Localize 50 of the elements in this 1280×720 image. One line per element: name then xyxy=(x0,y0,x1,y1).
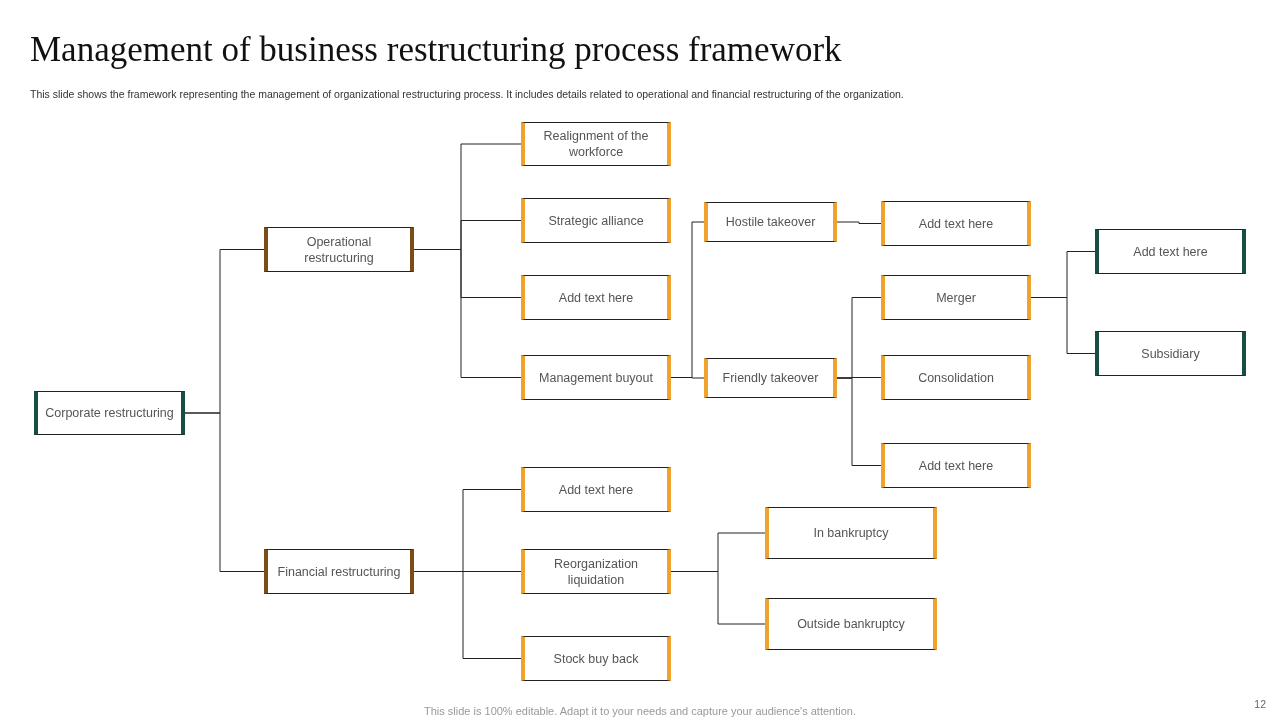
box-label: Friendly takeover xyxy=(721,370,820,386)
box-label: Corporate restructuring xyxy=(44,405,175,421)
process-box xyxy=(704,358,837,398)
box-label: Add text here xyxy=(1132,243,1209,260)
process-box xyxy=(881,201,1031,246)
box-label: Add text here xyxy=(917,215,995,232)
process-box xyxy=(521,198,671,243)
connector-line xyxy=(670,377,705,379)
box-label: Outside bankruptcy xyxy=(796,616,906,632)
connector-line xyxy=(413,249,522,378)
box-label: Strategic alliance xyxy=(547,212,645,229)
slide-subtitle: This slide shows the framework representing the management of organizational restructuring process. It includes details related to operational and financial restructuring of the organization. xyxy=(30,88,904,100)
process-box xyxy=(765,598,937,650)
process-box xyxy=(521,122,671,166)
connector-line xyxy=(836,221,882,224)
slide-title: Management of business restructuring process framework xyxy=(30,30,842,70)
box-label: In bankruptcy xyxy=(812,525,890,541)
process-box xyxy=(34,391,185,435)
process-box xyxy=(765,507,937,559)
process-box xyxy=(881,275,1031,320)
page-number: 12 xyxy=(1254,698,1266,710)
footer-note: This slide is 100% editable. Adapt it to your needs and capture your audience's attention. xyxy=(423,705,857,717)
box-label: Add text here xyxy=(557,481,635,498)
box-label: Merger xyxy=(935,289,977,306)
box-label: Subsidiary xyxy=(1140,345,1201,362)
connector-line xyxy=(836,377,882,466)
process-box xyxy=(264,549,414,594)
box-label: Stock buy back xyxy=(552,650,640,667)
process-box xyxy=(1095,229,1246,274)
process-box xyxy=(264,227,414,272)
box-label: Add text here xyxy=(917,457,995,474)
process-box xyxy=(521,549,671,594)
box-label: Consolidation xyxy=(917,369,995,386)
process-box xyxy=(521,467,671,512)
box-label: Operational restructuring xyxy=(303,233,375,266)
connector-line xyxy=(413,571,522,659)
process-box xyxy=(1095,331,1246,376)
process-box xyxy=(521,275,671,320)
process-box xyxy=(521,355,671,400)
process-box xyxy=(881,443,1031,488)
process-box xyxy=(881,355,1031,400)
box-label: Add text here xyxy=(557,289,635,306)
box-label: Financial restructuring xyxy=(276,563,402,580)
process-box xyxy=(704,202,837,242)
box-label: Reorganization liquidation xyxy=(552,555,640,588)
connector-line xyxy=(184,412,265,572)
box-label: Realignment of the workforce xyxy=(542,128,650,160)
box-label: Management buyout xyxy=(538,369,654,386)
process-box xyxy=(521,636,671,681)
box-label: Hostile takeover xyxy=(724,214,817,230)
